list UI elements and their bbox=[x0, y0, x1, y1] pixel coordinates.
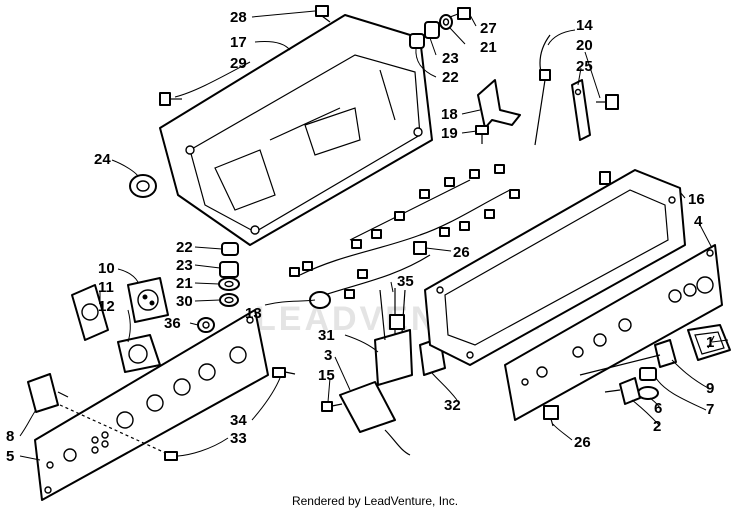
bracket-18 bbox=[477, 79, 521, 129]
callout-5: 5 bbox=[6, 448, 14, 465]
callout-21a: 21 bbox=[480, 39, 497, 56]
leader-lines bbox=[19, 10, 729, 461]
callout-20: 20 bbox=[576, 37, 593, 54]
callout-31: 31 bbox=[318, 327, 335, 344]
clamp-25 bbox=[571, 79, 591, 141]
callout-36: 36 bbox=[164, 315, 181, 332]
bolt-15 bbox=[321, 401, 343, 412]
callout-6: 6 bbox=[654, 400, 662, 417]
callout-26b: 26 bbox=[574, 434, 591, 451]
callout-17: 17 bbox=[230, 34, 247, 51]
callout-2: 2 bbox=[653, 418, 661, 435]
callout-7: 7 bbox=[706, 401, 714, 418]
spacer-23-left bbox=[219, 261, 239, 278]
spacer-22-top bbox=[409, 33, 425, 49]
callout-22b: 22 bbox=[176, 239, 193, 256]
grommet-24 bbox=[129, 174, 157, 198]
callout-8: 8 bbox=[6, 428, 14, 445]
switch-7 bbox=[639, 367, 657, 381]
callout-32: 32 bbox=[444, 397, 461, 414]
callout-14: 14 bbox=[576, 17, 593, 34]
relay-31 bbox=[374, 288, 413, 386]
gauge-1 bbox=[687, 324, 731, 361]
spacer-22-left bbox=[221, 242, 239, 256]
callouts: 28 17 29 27 21 23 22 18 19 14 20 25 24 1… bbox=[6, 9, 714, 465]
frame-panel-16 bbox=[424, 169, 686, 366]
switch-6 bbox=[637, 386, 659, 400]
regulator-3 bbox=[339, 381, 411, 456]
callout-30: 30 bbox=[176, 293, 193, 310]
receptacle-10 bbox=[127, 277, 169, 323]
switch-9 bbox=[579, 339, 677, 376]
callout-12: 12 bbox=[98, 298, 115, 315]
washer-21-top bbox=[439, 14, 453, 30]
bolt-28 bbox=[315, 5, 331, 23]
console-housing bbox=[159, 14, 433, 246]
callout-10: 10 bbox=[98, 260, 115, 277]
spacer-23-top bbox=[424, 21, 440, 39]
callout-34: 34 bbox=[230, 412, 247, 429]
washer-30 bbox=[219, 293, 239, 307]
callout-24: 24 bbox=[94, 151, 111, 168]
switch-8 bbox=[27, 373, 69, 413]
washer-21-left bbox=[218, 277, 240, 291]
callout-23b: 23 bbox=[176, 257, 193, 274]
bolt-27 bbox=[449, 7, 471, 20]
receptacle-11 bbox=[117, 334, 161, 373]
callout-25: 25 bbox=[576, 58, 593, 75]
tie-strap-14 bbox=[534, 34, 551, 146]
switch-2 bbox=[604, 377, 641, 405]
bolt-26-upper bbox=[413, 241, 427, 255]
callout-18: 18 bbox=[441, 106, 458, 123]
callout-26a: 26 bbox=[453, 244, 470, 261]
screw-33 bbox=[59, 404, 178, 461]
callout-22a: 22 bbox=[442, 69, 459, 86]
callout-19: 19 bbox=[441, 125, 458, 142]
callout-35: 35 bbox=[397, 273, 414, 290]
callout-3: 3 bbox=[324, 347, 332, 364]
callout-21b: 21 bbox=[176, 275, 193, 292]
callout-29: 29 bbox=[230, 55, 247, 72]
bolt-26-lower bbox=[543, 405, 559, 427]
callout-9: 9 bbox=[706, 380, 714, 397]
callout-13: 13 bbox=[245, 305, 262, 322]
wire-harness-13 bbox=[289, 164, 520, 309]
callout-15: 15 bbox=[318, 367, 335, 384]
right-switch-panel-4 bbox=[504, 244, 723, 421]
callout-16: 16 bbox=[688, 191, 705, 208]
receptacle-12 bbox=[71, 284, 109, 341]
callout-23a: 23 bbox=[442, 50, 459, 67]
callout-11: 11 bbox=[98, 279, 114, 296]
bolt-20 bbox=[596, 94, 619, 110]
footer-credit: Rendered by LeadVenture, Inc. bbox=[291, 494, 459, 508]
nut-36 bbox=[197, 317, 215, 333]
bolt-19 bbox=[475, 125, 489, 144]
callout-33: 33 bbox=[230, 430, 247, 447]
callout-27: 27 bbox=[480, 20, 497, 37]
bolt-29 bbox=[159, 92, 182, 106]
left-switch-panel-5 bbox=[34, 309, 269, 501]
callout-4: 4 bbox=[694, 213, 703, 230]
callout-28: 28 bbox=[230, 9, 247, 26]
callout-1: 1 bbox=[706, 334, 714, 351]
screw-34 bbox=[272, 367, 296, 378]
